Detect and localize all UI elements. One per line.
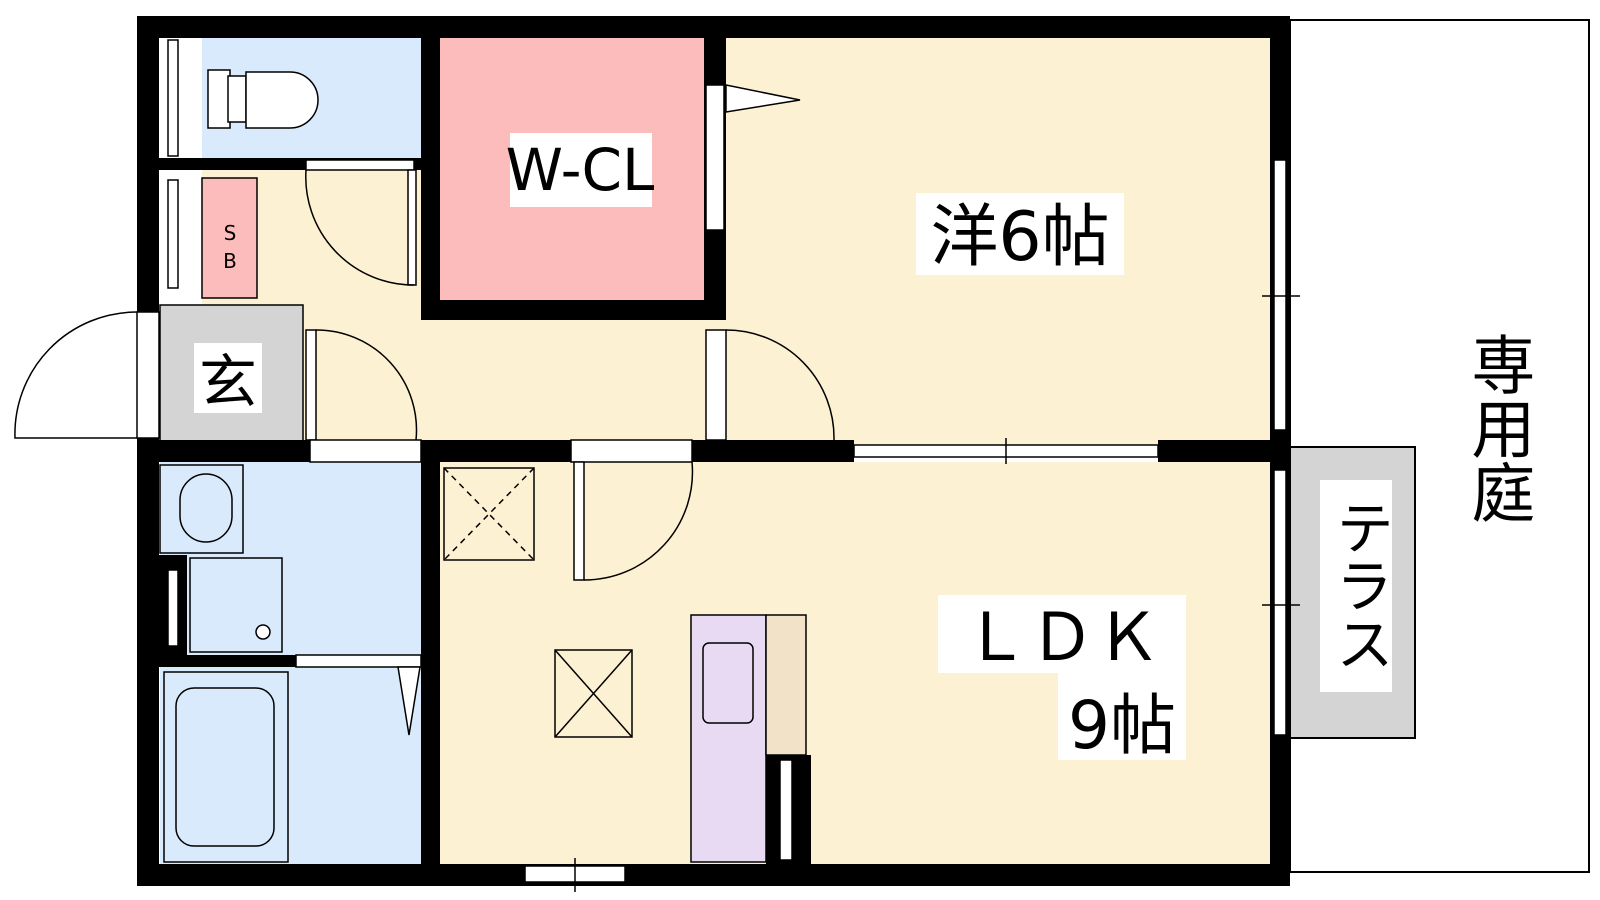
shoebox xyxy=(201,177,258,299)
room-label-ldk-size: 9帖 xyxy=(1068,687,1176,764)
storage-boxes xyxy=(443,467,633,738)
garden-label: 専用庭 xyxy=(1460,332,1534,524)
kitchen xyxy=(690,614,807,863)
shoebox-label-b: B xyxy=(223,249,237,273)
shoebox-label-s: S xyxy=(224,221,237,245)
doors xyxy=(14,84,835,736)
room-label-western: 洋6帖 xyxy=(930,198,1109,277)
label-backgrounds xyxy=(194,133,1392,760)
room-label-wcl: W-CL xyxy=(506,136,655,204)
fixtures xyxy=(159,69,319,863)
window-ticks xyxy=(574,295,1300,892)
room-label-ldk: ＬＤＫ xyxy=(963,599,1161,676)
terrace-label: テラス xyxy=(1326,498,1394,672)
room-label-entrance: 玄 xyxy=(199,348,257,416)
